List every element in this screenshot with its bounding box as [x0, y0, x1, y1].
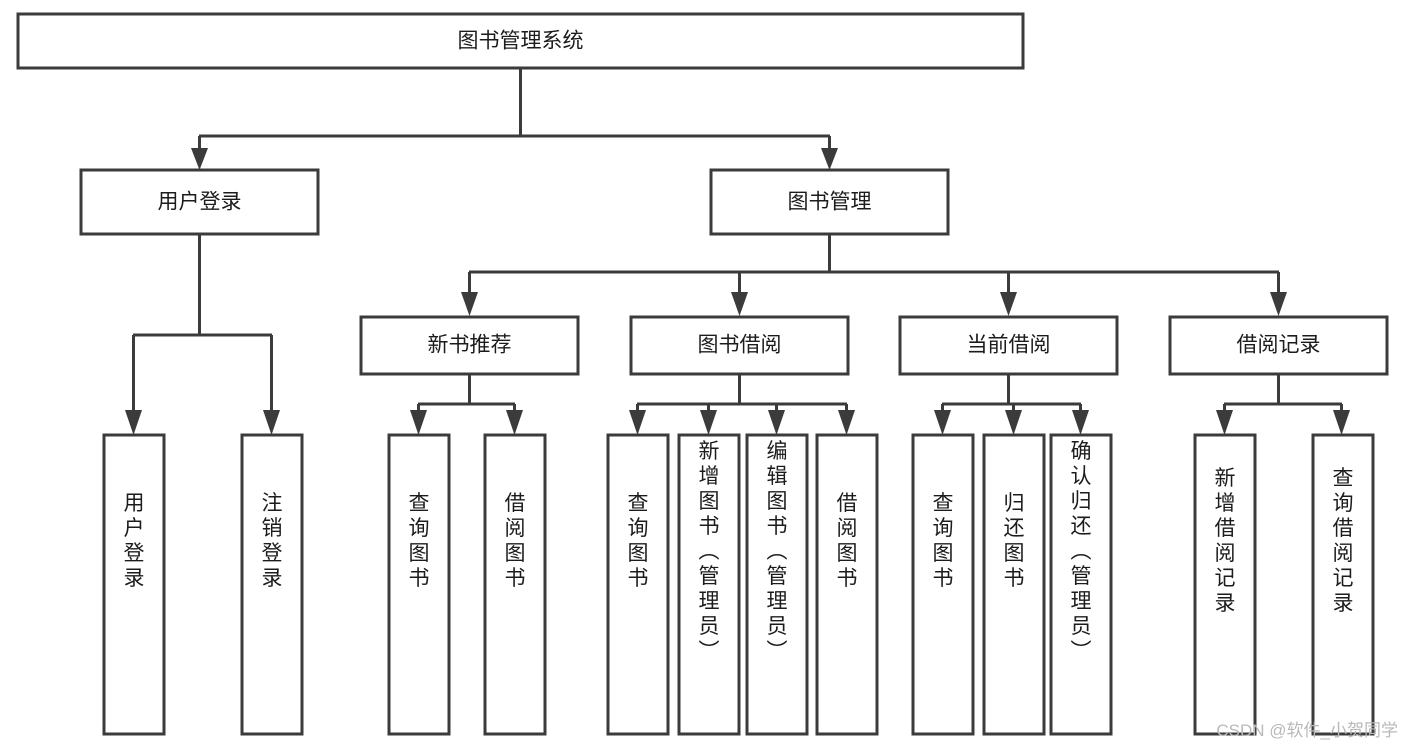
node-user-login-label: 用户登录	[158, 191, 242, 214]
leaf-newbook-query-label: 查询图书	[409, 492, 430, 590]
connector-group-book-borrow	[629, 374, 855, 435]
node-root-system[interactable]: 图书管理系统	[16, 12, 1025, 70]
leaf-user-login-box[interactable]	[102, 433, 166, 736]
leaf-bookborrow-edit-label: 编辑图书︵管理员︶	[767, 440, 788, 663]
arrow-head-currentborrow-leaf-3	[1072, 410, 1089, 435]
arrow-head-to-borrow-record	[1270, 292, 1287, 316]
leaf-currentborrow-confirm-box[interactable]	[1049, 433, 1113, 736]
leaf-node[interactable]: 确认归还︵管理员︶	[1049, 433, 1113, 736]
connector-group-book-manage	[461, 234, 1287, 316]
leaf-bookborrow-borrow-label: 借阅图书	[837, 492, 858, 590]
leaf-node[interactable]: 新增图书︵管理员︶	[677, 433, 741, 736]
leaf-node[interactable]: 借阅图书	[815, 433, 879, 736]
leaf-node[interactable]: 编辑图书︵管理员︶	[745, 433, 809, 736]
leaf-currentborrow-query-label: 查询图书	[933, 492, 954, 590]
arrow-head-currentborrow-leaf-2	[1005, 410, 1022, 435]
node-current-borrow-box[interactable]	[898, 315, 1119, 376]
leaf-bookborrow-query-label: 查询图书	[628, 492, 649, 590]
leaf-borrowrecord-query-label: 查询借阅记录	[1333, 467, 1354, 615]
arrow-head-bookborrow-leaf-1	[629, 410, 646, 435]
leaf-currentborrow-query-box[interactable]	[911, 433, 975, 736]
node-current-borrow[interactable]: 当前借阅	[898, 315, 1119, 376]
arrow-head-borrowrecord-leaf-2	[1333, 410, 1350, 435]
node-book-borrow-box[interactable]	[629, 315, 850, 376]
node-book-manage-label: 图书管理	[788, 191, 872, 214]
arrow-head-bookborrow-leaf-3	[768, 410, 785, 435]
arrow-head-borrowrecord-leaf-1	[1216, 410, 1233, 435]
node-current-borrow-label: 当前借阅	[967, 334, 1051, 357]
leaf-node[interactable]: 用户登录	[102, 433, 166, 736]
node-book-borrow-label: 图书借阅	[698, 334, 782, 357]
leaf-node[interactable]: 查询图书	[911, 433, 975, 736]
node-book-manage-box[interactable]	[709, 168, 950, 236]
leaf-currentborrow-return-label: 归还图书	[1004, 492, 1025, 590]
connector-group-root	[191, 68, 838, 170]
leaf-borrowrecord-add-box[interactable]	[1193, 433, 1257, 736]
connector-group-borrow-record	[1216, 374, 1350, 435]
leaf-node[interactable]: 查询图书	[606, 433, 670, 736]
leaf-user-login-label: 用户登录	[124, 492, 145, 590]
leaf-node[interactable]: 注销登录	[240, 433, 304, 736]
leaf-newbook-borrow-label: 借阅图书	[505, 492, 526, 590]
leaf-currentborrow-confirm-label: 确认归还︵管理员︶	[1071, 440, 1092, 663]
leaf-bookborrow-add-box[interactable]	[677, 433, 741, 736]
node-root-system-label: 图书管理系统	[458, 30, 584, 53]
node-book-borrow[interactable]: 图书借阅	[629, 315, 850, 376]
node-new-book-recommend[interactable]: 新书推荐	[359, 315, 580, 376]
leaf-currentborrow-return-box[interactable]	[982, 433, 1046, 736]
arrow-head-userlogin-leaf-1	[125, 410, 142, 435]
leaf-borrowrecord-query-box[interactable]	[1311, 433, 1375, 736]
leaf-logout-label: 注销登录	[262, 492, 283, 590]
node-borrow-record-box[interactable]	[1168, 315, 1389, 376]
leaf-borrowrecord-add-label: 新增借阅记录	[1215, 467, 1236, 615]
arrow-head-to-book-borrow	[731, 292, 748, 316]
arrow-head-bookborrow-leaf-4	[838, 410, 855, 435]
leaf-node[interactable]: 查询借阅记录	[1311, 433, 1375, 736]
arrow-head-to-book-manage	[821, 148, 838, 170]
arrow-head-userlogin-leaf-2	[263, 410, 280, 435]
node-borrow-record[interactable]: 借阅记录	[1168, 315, 1389, 376]
leaf-bookborrow-query-box[interactable]	[606, 433, 670, 736]
arrow-head-to-current-borrow	[1000, 292, 1017, 316]
arrow-head-newbook-leaf-2	[506, 410, 523, 435]
arrow-head-to-user-login	[191, 148, 208, 170]
node-user-login-box[interactable]	[79, 168, 320, 236]
leaf-node[interactable]: 借阅图书	[483, 433, 547, 736]
leaf-newbook-borrow-box[interactable]	[483, 433, 547, 736]
leaf-bookborrow-add-label: 新增图书︵管理员︶	[699, 440, 720, 663]
node-borrow-record-label: 借阅记录	[1237, 334, 1321, 357]
leaf-newbook-query-box[interactable]	[387, 433, 451, 736]
node-user-login[interactable]: 用户登录	[79, 168, 320, 236]
node-root-system-box[interactable]	[16, 12, 1025, 70]
leaf-logout-box[interactable]	[240, 433, 304, 736]
leaf-node[interactable]: 归还图书	[982, 433, 1046, 736]
node-book-manage[interactable]: 图书管理	[709, 168, 950, 236]
leaf-node[interactable]: 查询图书	[387, 433, 451, 736]
arrow-head-currentborrow-leaf-1	[934, 410, 951, 435]
connector-group-user-login	[125, 234, 280, 435]
leaf-bookborrow-edit-box[interactable]	[745, 433, 809, 736]
csdn-watermark: CSDN @软件_小贺同学	[1216, 721, 1398, 740]
arrow-head-to-new-book	[461, 292, 478, 316]
leaf-bookborrow-borrow-box[interactable]	[815, 433, 879, 736]
node-new-book-recommend-box[interactable]	[359, 315, 580, 376]
leaf-node[interactable]: 新增借阅记录	[1193, 433, 1257, 736]
arrow-head-bookborrow-leaf-2	[700, 410, 717, 435]
connector-group-new-book-recommend	[410, 374, 523, 435]
arrow-head-newbook-leaf-1	[410, 410, 427, 435]
node-new-book-recommend-label: 新书推荐	[428, 334, 512, 357]
connector-group-current-borrow	[934, 374, 1089, 435]
